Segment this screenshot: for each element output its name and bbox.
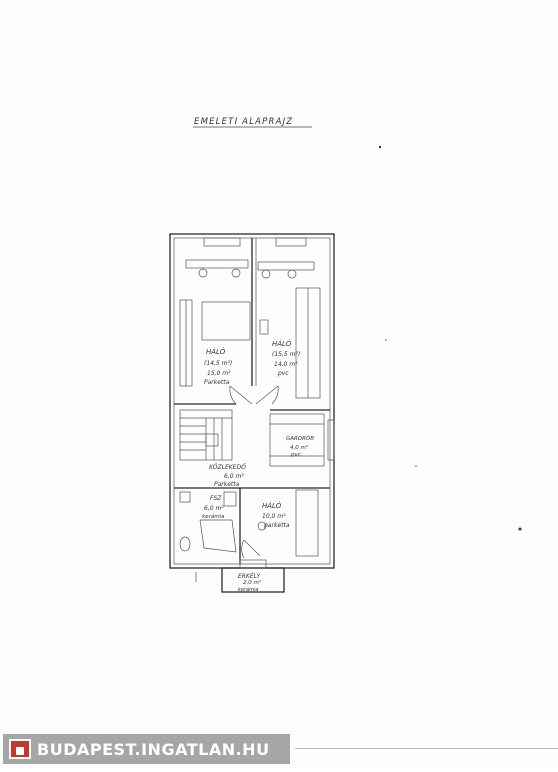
scan-speck-1 — [378, 145, 382, 149]
room-fsz-floor: kerámia — [202, 513, 225, 520]
room-halo-right-area-a: (15,5 m²) — [272, 351, 300, 358]
room-halo-small-name: HÁLÓ — [262, 501, 282, 510]
room-gardrob-floor: pvc — [290, 452, 301, 458]
room-erkely-floor: kerámia — [238, 586, 258, 593]
room-kozlekedo-area: 6,0 m² — [224, 473, 244, 480]
lamp-right-2 — [287, 269, 297, 279]
bath-sink — [179, 491, 191, 503]
bed-left — [201, 301, 251, 341]
watermark-text: BUDAPEST.INGATLAN.HU — [37, 739, 270, 759]
room-gardrob-name: GARDRÓB — [286, 435, 314, 442]
scan-speck-3 — [415, 465, 417, 467]
window-top-right — [275, 237, 307, 247]
lamp-right-1 — [261, 269, 271, 279]
radiator-right — [257, 261, 315, 271]
room-halo-left-area-a: (14,5 m²) — [204, 360, 232, 367]
gardrob-room — [269, 413, 325, 467]
plan-title: EMELETI ALAPRAJZ — [194, 117, 293, 127]
window-right-side — [327, 419, 335, 461]
room-kozlekedo-name: KÖZLEKEDŐ — [209, 464, 246, 471]
scan-speck-4 — [385, 339, 387, 341]
lamp-left-2 — [231, 268, 241, 278]
stair-well — [205, 433, 219, 447]
lamp-small-bedroom — [257, 521, 267, 531]
room-halo-left-floor: Parketta — [204, 379, 230, 386]
room-halo-right-floor: pvc — [277, 370, 289, 377]
room-erkely-area: 2,0 m² — [243, 579, 262, 586]
nightstand-right — [259, 319, 269, 335]
house-logo-icon — [9, 739, 31, 759]
scan-speck-2 — [518, 527, 522, 531]
balcony-door — [239, 559, 267, 569]
room-halo-small-floor: parketta — [263, 522, 290, 529]
room-gardrob-area: 4,0 m² — [290, 444, 309, 451]
window-top-left — [203, 237, 241, 247]
bottom-divider — [295, 748, 558, 749]
radiator-left — [185, 259, 249, 269]
room-halo-right-area-b: 14,0 m² — [274, 361, 298, 368]
wardrobe-small-bedroom — [295, 489, 319, 557]
lamp-left-1 — [198, 268, 208, 278]
bath-tub — [199, 519, 237, 553]
door-swing-left — [229, 385, 253, 405]
room-halo-small-area: 10,0 m² — [262, 513, 286, 520]
bath-basin — [223, 491, 237, 507]
room-halo-left-area-b: 15,0 m² — [207, 370, 231, 377]
door-swing-right — [255, 385, 279, 405]
room-halo-right-name: HÁLÓ — [272, 339, 292, 348]
room-fsz-name: FSZ — [210, 495, 222, 502]
room-halo-left-name: HÁLÓ — [206, 347, 226, 356]
room-fsz-area: 6,0 m² — [204, 505, 224, 512]
bath-toilet — [179, 536, 191, 552]
watermark-banner: BUDAPEST.INGATLAN.HU — [3, 734, 290, 764]
room-erkely-name: ERKÉLY — [238, 572, 261, 580]
door-swing-small — [241, 539, 261, 559]
room-kozlekedo-floor: Parketta — [214, 481, 240, 488]
